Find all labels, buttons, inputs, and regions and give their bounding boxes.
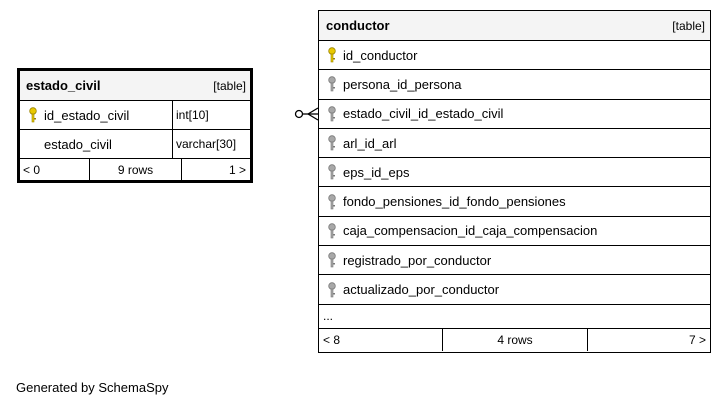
more-columns[interactable]: ... [319,303,710,328]
table-name[interactable]: conductor [326,18,390,33]
primary-key-icon [327,47,337,63]
foreign-key-icon [327,223,337,239]
nav-next[interactable]: 1 > [228,162,246,177]
column-name[interactable]: estado_civil [44,136,112,152]
column-name[interactable]: persona_id_persona [343,76,462,92]
column-name[interactable]: fondo_pensiones_id_fondo_pensiones [343,194,566,210]
column-name[interactable]: estado_civil_id_estado_civil [343,106,504,122]
nav-prev[interactable]: < 0 [20,159,90,180]
table-estado-civil: estado_civil [table] id_estado_civil int… [17,68,253,183]
table-nav: < 8 4 rows 7 > [319,327,710,351]
foreign-key-icon [327,76,337,92]
table-kind: [table] [213,78,246,93]
foreign-key-icon [327,193,337,210]
crow-foot-upper [307,107,319,115]
nav-prev[interactable]: < 8 [319,328,443,351]
column-name[interactable]: arl_id_arl [343,135,397,151]
column-row: id_estado_civil int[10] [20,100,250,129]
table-header: conductor [table] [319,11,710,40]
foreign-key-icon [327,252,337,268]
column-row: caja_compensacion_id_caja_compensacion [319,215,710,245]
nav-rows[interactable]: 9 rows [90,159,182,180]
foreign-key-icon [327,135,337,151]
column-row: registrado_por_conductor [319,245,710,274]
footer-credit: Generated by SchemaSpy [16,380,169,395]
column-name[interactable]: registrado_por_conductor [343,252,492,268]
column-name[interactable]: actualizado_por_conductor [343,282,500,298]
column-name[interactable]: eps_id_eps [343,164,410,180]
table-conductor: conductor [table] id_conductor persona_id… [318,10,711,353]
column-type: int[10] [176,108,209,122]
column-type: varchar[30] [176,137,237,151]
relationship-connector [294,107,319,121]
column-name[interactable]: id_estado_civil [44,107,130,123]
table-name[interactable]: estado_civil [26,78,101,93]
nav-next[interactable]: 7 > [688,332,706,347]
column-name-cell: estado_civil [20,130,173,158]
column-row: id_conductor [319,40,710,69]
nav-rows[interactable]: 4 rows [443,328,588,351]
column-row: estado_civil_id_estado_civil [319,98,710,128]
column-name[interactable]: id_conductor [343,47,418,63]
table-nav: < 0 9 rows 1 > [20,158,250,180]
column-row: eps_id_eps [319,157,710,186]
foreign-key-icon [327,106,337,122]
foreign-key-icon [327,281,337,298]
primary-key-icon [28,107,38,123]
zero-optional-marker [294,109,304,119]
column-row: estado_civil varchar[30] [20,129,250,158]
column-name[interactable]: caja_compensacion_id_caja_compensacion [343,223,598,239]
table-header: estado_civil [table] [20,71,250,100]
column-row: actualizado_por_conductor [319,274,710,303]
column-row: arl_id_arl [319,127,710,157]
foreign-key-icon [327,164,337,180]
column-row: fondo_pensiones_id_fondo_pensiones [319,186,710,215]
table-kind: [table] [672,18,705,33]
column-list: id_conductor persona_id_persona estado_civ… [319,40,710,304]
column-row: persona_id_persona [319,69,710,98]
crow-foot-lower [307,113,319,121]
column-name-cell: id_estado_civil [20,101,173,129]
